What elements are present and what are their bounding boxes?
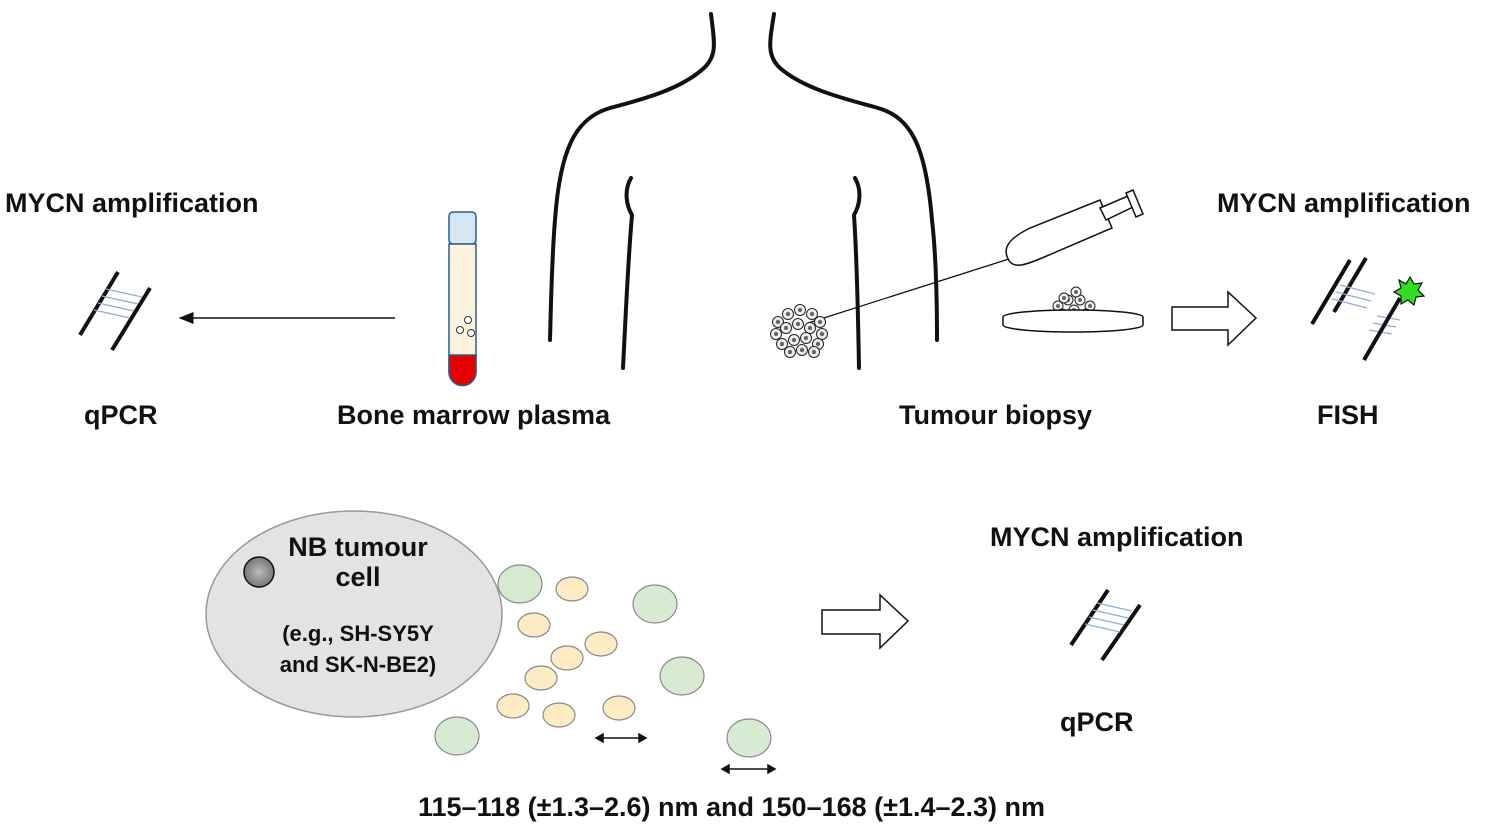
- nb-cell-title: NB tumour cell: [258, 532, 458, 592]
- petri-dish-base: [1002, 317, 1144, 333]
- cluster-cell-nucleus: [809, 311, 815, 317]
- cluster-cell-nucleus: [797, 307, 803, 313]
- cluster-cell-nucleus: [817, 319, 823, 325]
- dna-icon-left: [78, 270, 152, 352]
- exosome-small: [550, 645, 584, 671]
- left-qpcr-label: qPCR: [84, 400, 158, 430]
- exosome-small: [584, 631, 618, 657]
- cluster-cell-nucleus: [1088, 304, 1092, 308]
- cluster-cell-nucleus: [1062, 296, 1066, 300]
- cluster-cell-nucleus: [1078, 298, 1082, 302]
- dna-icon-fish: [1310, 256, 1426, 362]
- body-right-inner-arm: [852, 176, 862, 370]
- cluster-cell-nucleus: [795, 321, 801, 327]
- nb-tumour-cell: [205, 510, 503, 718]
- tube-bubble: [467, 329, 475, 337]
- cluster-cell-nucleus: [815, 341, 821, 347]
- block-arrow-to-fish: [1171, 290, 1258, 347]
- exosome-large: [659, 656, 705, 696]
- cluster-cell-nucleus: [819, 331, 825, 337]
- cluster-cell-nucleus: [811, 349, 817, 355]
- cluster-cell-nucleus: [785, 311, 791, 317]
- nb-cell-example-line1: (e.g., SH-SY5Y: [282, 621, 434, 646]
- nb-cell-nucleus: [243, 556, 275, 588]
- tube-blood-layer: [448, 354, 477, 387]
- bottom-qpcr-label: qPCR: [1060, 707, 1134, 737]
- syringe-barrel: [1005, 199, 1113, 266]
- exosome-small: [602, 695, 636, 721]
- exosome-small: [555, 576, 589, 602]
- cluster-cell-nucleus: [807, 325, 813, 331]
- cluster-cell-nucleus: [775, 319, 781, 325]
- cluster-cell-nucleus: [779, 341, 785, 347]
- nb-cell-title-line1: NB tumour: [288, 532, 428, 562]
- sample-tube: [448, 211, 477, 387]
- cluster-cell-nucleus: [773, 331, 779, 337]
- body-left-inner-arm: [621, 176, 634, 370]
- cluster-cell-nucleus: [1056, 304, 1060, 308]
- exosome-small: [524, 665, 558, 691]
- exosome-large: [497, 564, 543, 604]
- body-right-contour: [768, 12, 939, 342]
- nb-cell-title-line2: cell: [335, 562, 381, 592]
- tumour-cluster: [770, 304, 828, 358]
- exosome-large: [632, 584, 678, 624]
- exosome-large: [726, 718, 772, 758]
- syringe-handle: [1125, 189, 1144, 218]
- nb-cell-examples: (e.g., SH-SY5Y and SK-N-BE2): [248, 618, 468, 680]
- cluster-cell-nucleus: [803, 335, 809, 341]
- syringe-needle: [807, 257, 1013, 324]
- cluster-cell-nucleus: [1074, 290, 1078, 294]
- exosome-small: [517, 612, 551, 638]
- exosome-large: [434, 716, 480, 756]
- exosome-small: [542, 702, 576, 728]
- cluster-cell-nucleus: [791, 337, 797, 343]
- petri-dish: [1002, 286, 1144, 333]
- cluster-cell-nucleus: [783, 325, 789, 331]
- biopsy-syringe: [807, 189, 1144, 324]
- exosome-small: [496, 693, 530, 719]
- fish-label: FISH: [1317, 400, 1379, 430]
- human-body-outline: [548, 12, 939, 370]
- size-range-label: 115–118 (±1.3–2.6) nm and 150–168 (±1.4–…: [418, 792, 1046, 822]
- tube-cap: [448, 211, 477, 245]
- tumour-biopsy-label: Tumour biopsy: [899, 400, 1092, 430]
- cluster-cell-nucleus: [799, 347, 805, 353]
- tube-bubble: [464, 316, 472, 324]
- block-arrow-to-bottom-qpcr: [821, 593, 910, 650]
- tube-bubble: [456, 326, 464, 334]
- right-mycn-label: MYCN amplification: [1217, 188, 1471, 218]
- body-left-contour: [548, 12, 716, 342]
- nb-cell-body: [205, 510, 503, 718]
- size-arrows: [594, 732, 777, 775]
- cluster-cell-nucleus: [787, 349, 793, 355]
- exosomes: [434, 564, 772, 758]
- left-mycn-label: MYCN amplification: [5, 188, 259, 218]
- dna-icon-bottom: [1069, 588, 1142, 662]
- bottom-mycn-label: MYCN amplification: [990, 522, 1244, 552]
- nb-cell-example-line2: and SK-N-BE2): [279, 652, 437, 677]
- bone-marrow-label: Bone marrow plasma: [337, 400, 611, 430]
- fluorescent-probe-star: [1392, 275, 1426, 307]
